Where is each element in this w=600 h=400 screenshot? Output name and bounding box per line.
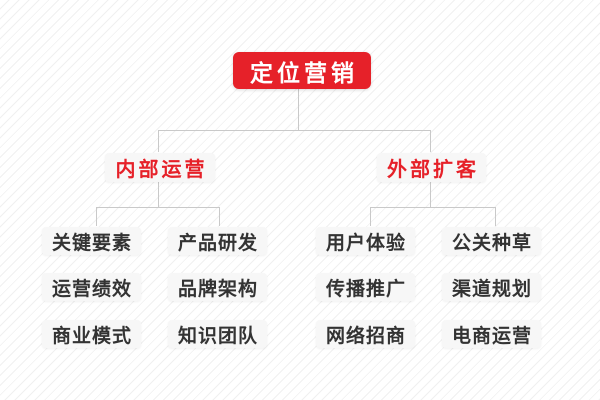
connector-level1-horizontal — [158, 130, 431, 131]
leaf-node-channel-planning: 渠道规划 — [442, 273, 541, 301]
branch-node-external-expansion: 外部扩客 — [377, 153, 486, 182]
connector-root-stem — [298, 89, 299, 130]
leaf-node-brand-architecture: 品牌架构 — [168, 273, 267, 301]
connector-left-bracket — [96, 207, 220, 208]
leaf-node-key-elements: 关键要素 — [42, 227, 141, 255]
leaf-node-ecommerce-operation: 电商运营 — [442, 320, 541, 348]
connector-right-bracket-drop-a — [370, 207, 371, 226]
connector-right-bracket-drop-b — [495, 207, 496, 226]
leaf-node-pr-seeding: 公关种草 — [442, 227, 541, 255]
root-node: 定位营销 — [233, 52, 371, 89]
connector-left-bracket-drop-a — [96, 207, 97, 226]
leaf-node-product-rd: 产品研发 — [168, 227, 267, 255]
branch-node-internal-operations: 内部运营 — [105, 153, 215, 182]
leaf-node-operation-performance: 运营绩效 — [42, 273, 141, 301]
connector-level1-drop-left — [158, 130, 159, 152]
leaf-node-knowledge-team: 知识团队 — [168, 320, 267, 348]
connector-right-branch-stem — [430, 182, 431, 207]
leaf-node-business-model: 商业模式 — [42, 320, 141, 348]
connector-level1-drop-right — [430, 130, 431, 152]
leaf-node-online-investment: 网络招商 — [316, 320, 415, 348]
connector-left-branch-stem — [158, 182, 159, 207]
leaf-node-user-experience: 用户体验 — [316, 227, 415, 255]
connector-right-bracket — [370, 207, 496, 208]
leaf-node-promotion-spread: 传播推广 — [316, 273, 415, 301]
connector-left-bracket-drop-b — [219, 207, 220, 226]
